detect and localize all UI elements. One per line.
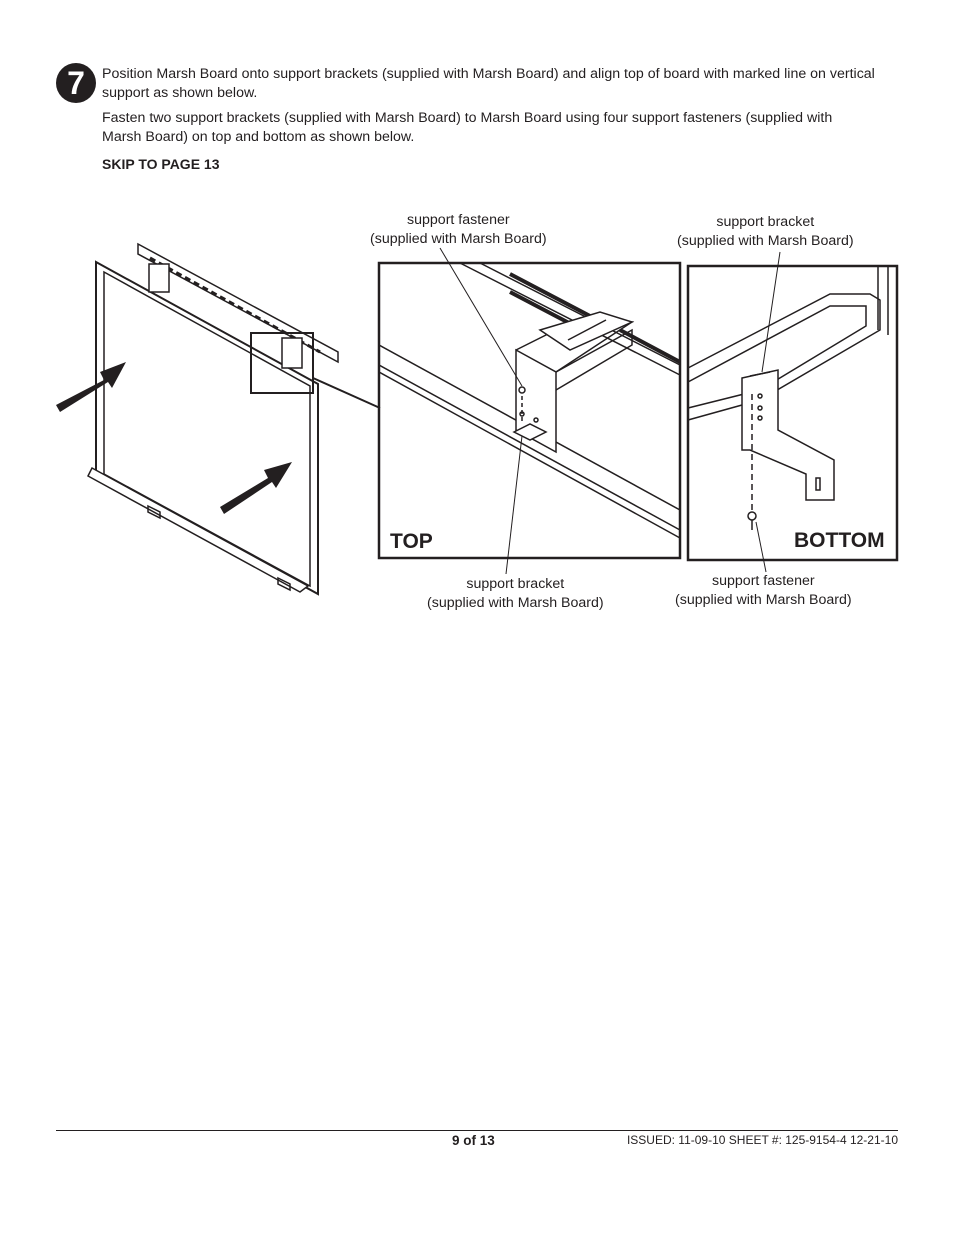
overview-bracket-left xyxy=(148,263,170,293)
label-line: support fastener xyxy=(407,212,510,228)
bottom-detail-drawing xyxy=(687,251,889,573)
footer-divider xyxy=(56,1130,898,1131)
bottom-bracket-label: support bracket (supplied with Marsh Boa… xyxy=(677,213,854,251)
top-bracket-label: support bracket (supplied with Marsh Boa… xyxy=(427,575,604,613)
arrow-icon xyxy=(56,362,292,514)
label-line: support bracket xyxy=(466,576,565,592)
detail-callout-box xyxy=(250,332,314,394)
label-line: support bracket xyxy=(716,214,815,230)
top-fastener-label: support fastener (supplied with Marsh Bo… xyxy=(370,211,547,249)
top-detail-panel xyxy=(377,261,682,560)
label-line: (supplied with Marsh Board) xyxy=(675,592,852,608)
bottom-panel-title: BOTTOM xyxy=(794,529,885,552)
instruction-paragraph-1: Position Marsh Board onto support bracke… xyxy=(102,66,875,101)
skip-instruction: SKIP TO PAGE 13 xyxy=(102,156,220,172)
label-line: support fastener xyxy=(712,573,815,589)
label-line: (supplied with Marsh Board) xyxy=(370,231,547,247)
top-detail-drawing xyxy=(378,247,681,575)
label-line: (supplied with Marsh Board) xyxy=(677,233,854,249)
marsh-board-overview xyxy=(87,260,319,596)
issue-info: ISSUED: 11-09-10 SHEET #: 125-9154-4 12-… xyxy=(626,1133,898,1147)
page-number: 9 of 13 xyxy=(452,1133,495,1148)
step-number-badge: 7 xyxy=(56,63,96,103)
detail-leader-line xyxy=(312,377,381,409)
label-line: (supplied with Marsh Board) xyxy=(427,595,604,611)
instruction-paragraph-2: Fasten two support brackets (supplied wi… xyxy=(102,110,833,145)
top-panel-title: TOP xyxy=(390,530,433,553)
overview-bracket-right xyxy=(281,337,303,369)
bottom-fastener-label: support fastener (supplied with Marsh Bo… xyxy=(675,572,852,610)
installation-illustration xyxy=(56,242,899,596)
bottom-detail-panel xyxy=(686,264,899,562)
